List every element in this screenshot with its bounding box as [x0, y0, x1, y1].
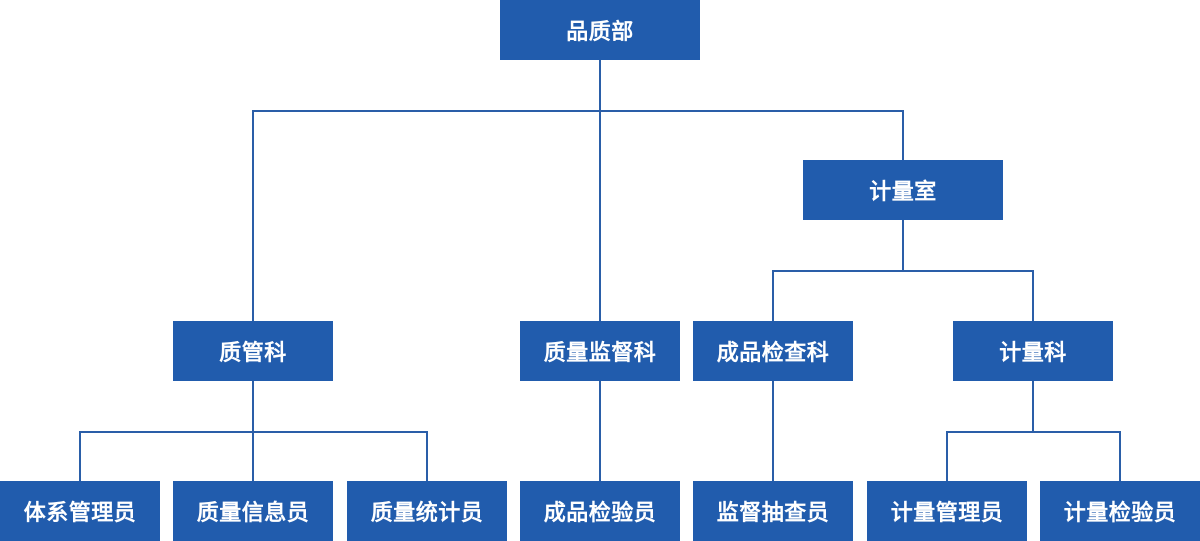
node-label: 成品检验员 [543, 501, 657, 526]
node-label: 体系管理员 [23, 501, 137, 526]
node-label: 监督抽查员 [716, 501, 830, 526]
node-label: 计量科 [999, 341, 1067, 366]
node-label: 质量信息员 [196, 501, 310, 526]
node-label: 质管科 [219, 341, 287, 366]
node-label: 成品检查科 [716, 341, 830, 366]
node-label: 品质部 [566, 20, 634, 45]
node-metrology-admin: 计量管理员 [867, 481, 1027, 541]
node-label: 计量管理员 [890, 501, 1004, 526]
node-metrology-inspector: 计量检验员 [1040, 481, 1200, 541]
node-label: 计量检验员 [1063, 501, 1177, 526]
node-quality-supervision-section: 质量监督科 [520, 321, 680, 381]
node-system-admin: 体系管理员 [0, 481, 160, 541]
node-label: 质量统计员 [370, 501, 484, 526]
node-product-inspection-section: 成品检查科 [693, 321, 853, 381]
node-quality-info-officer: 质量信息员 [173, 481, 333, 541]
node-label: 质量监督科 [543, 341, 657, 366]
node-quality-statistician: 质量统计员 [347, 481, 507, 541]
node-metrology-section: 计量科 [953, 321, 1113, 381]
node-quality-mgmt-section: 质管科 [173, 321, 333, 381]
node-quality-dept: 品质部 [500, 0, 700, 60]
node-supervision-spot-checker: 监督抽查员 [693, 481, 853, 541]
node-product-inspector: 成品检验员 [520, 481, 680, 541]
node-metrology-office: 计量室 [803, 160, 1003, 220]
node-label: 计量室 [869, 180, 937, 205]
